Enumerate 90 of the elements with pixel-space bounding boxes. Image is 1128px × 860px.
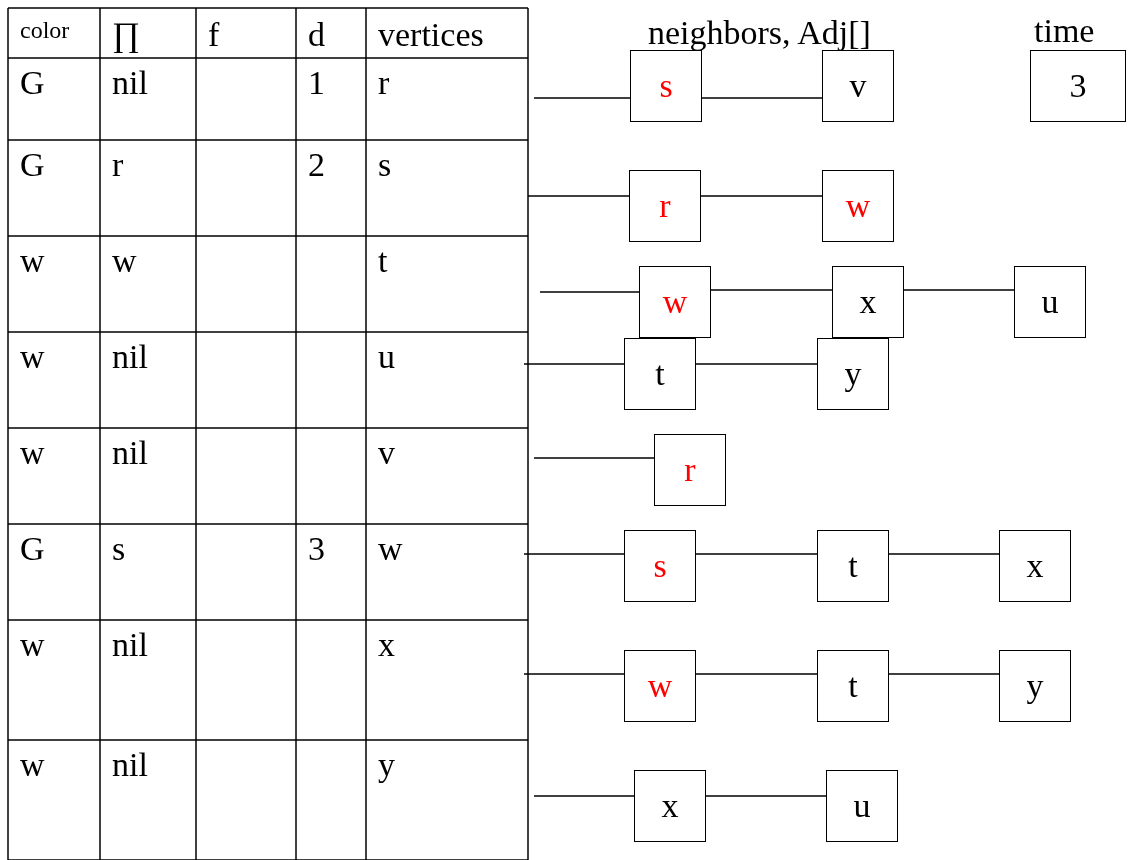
list-node-box	[629, 170, 701, 242]
node-label: s	[653, 549, 667, 583]
table-cell-text: r	[378, 66, 390, 100]
connector-line	[523, 673, 625, 675]
table-cell-text: nil	[112, 436, 148, 470]
list-node-box	[999, 650, 1071, 722]
table-cell-text: 2	[308, 148, 325, 182]
node-label: t	[848, 549, 858, 583]
connector-line	[533, 795, 635, 797]
table-cell-text: w	[20, 340, 45, 374]
table-cell-text: nil	[112, 66, 148, 100]
list-node-box	[639, 266, 711, 338]
node-label: u	[853, 789, 871, 823]
table-cell-text: G	[20, 532, 45, 566]
list-node-box	[822, 170, 894, 242]
list-node-box	[634, 770, 706, 842]
table-cell-text: t	[378, 244, 388, 278]
table-cell-text: w	[112, 244, 137, 278]
table-cell-text: 3	[308, 532, 325, 566]
connector-line	[888, 673, 1000, 675]
list-node-box	[817, 530, 889, 602]
list-node-box	[817, 650, 889, 722]
list-node-box	[1014, 266, 1086, 338]
connector-line	[527, 195, 630, 197]
list-node-box	[624, 338, 696, 410]
table-cell-text: nil	[112, 340, 148, 374]
node-label: w	[662, 285, 688, 319]
connector-line	[705, 795, 827, 797]
table-cell-text: w	[378, 532, 403, 566]
list-node-box	[826, 770, 898, 842]
list-node-box	[624, 650, 696, 722]
table-cell-text: w	[20, 436, 45, 470]
table-cell-text: s	[378, 148, 392, 182]
node-label: x	[1026, 549, 1044, 583]
node-label: t	[655, 357, 665, 391]
table-cell-text: nil	[112, 628, 148, 662]
list-heading: neighbors, Adj[]	[648, 16, 871, 50]
node-label: y	[1026, 669, 1044, 703]
table-cell-text: u	[378, 340, 395, 374]
list-node-box	[1030, 50, 1126, 122]
list-node-box	[822, 50, 894, 122]
connector-line	[710, 289, 833, 291]
table-cell-text: y	[378, 748, 395, 782]
table-cell-text: d	[308, 18, 325, 52]
node-label: v	[849, 69, 867, 103]
list-node-box	[817, 338, 889, 410]
node-label: r	[659, 189, 671, 223]
connector-line	[695, 553, 818, 555]
table-cell-text: G	[20, 148, 45, 182]
node-label: s	[659, 69, 673, 103]
list-node-box	[630, 50, 702, 122]
list-node-box	[654, 434, 726, 506]
node-label: r	[684, 453, 696, 487]
table-cell-text: w	[20, 748, 45, 782]
table-cell-text: color	[20, 18, 70, 42]
table-cell-text: G	[20, 66, 45, 100]
connector-line	[523, 363, 625, 365]
node-label: w	[845, 189, 871, 223]
connector-line	[539, 291, 640, 293]
node-label: u	[1041, 285, 1059, 319]
connector-line	[695, 673, 818, 675]
connector-line	[701, 97, 823, 99]
table-cell-text: ∏	[112, 18, 140, 52]
table-cell-text: w	[20, 244, 45, 278]
table-cell-text: vertices	[378, 18, 484, 52]
node-label: t	[848, 669, 858, 703]
node-label: x	[661, 789, 679, 823]
node-label: y	[844, 357, 862, 391]
node-label: x	[859, 285, 877, 319]
table-cell-text: x	[378, 628, 395, 662]
table-cell-text: v	[378, 436, 395, 470]
table-cell-text: 1	[308, 66, 325, 100]
box-heading: time	[1034, 14, 1095, 48]
list-node-box	[624, 530, 696, 602]
connector-line	[533, 457, 655, 459]
table-cell-text: nil	[112, 748, 148, 782]
connector-line	[533, 97, 631, 99]
connector-line	[700, 195, 823, 197]
connector-line	[523, 553, 625, 555]
table-cell-text: r	[112, 148, 124, 182]
node-label: w	[647, 669, 673, 703]
list-node-box	[999, 530, 1071, 602]
table-cell-text: w	[20, 628, 45, 662]
list-node-box	[832, 266, 904, 338]
node-label: 3	[1069, 69, 1087, 103]
table-cell-text: f	[208, 18, 220, 52]
table-cell-text: s	[112, 532, 126, 566]
connector-line	[695, 363, 818, 365]
connector-line	[888, 553, 1000, 555]
connector-line	[903, 289, 1015, 291]
